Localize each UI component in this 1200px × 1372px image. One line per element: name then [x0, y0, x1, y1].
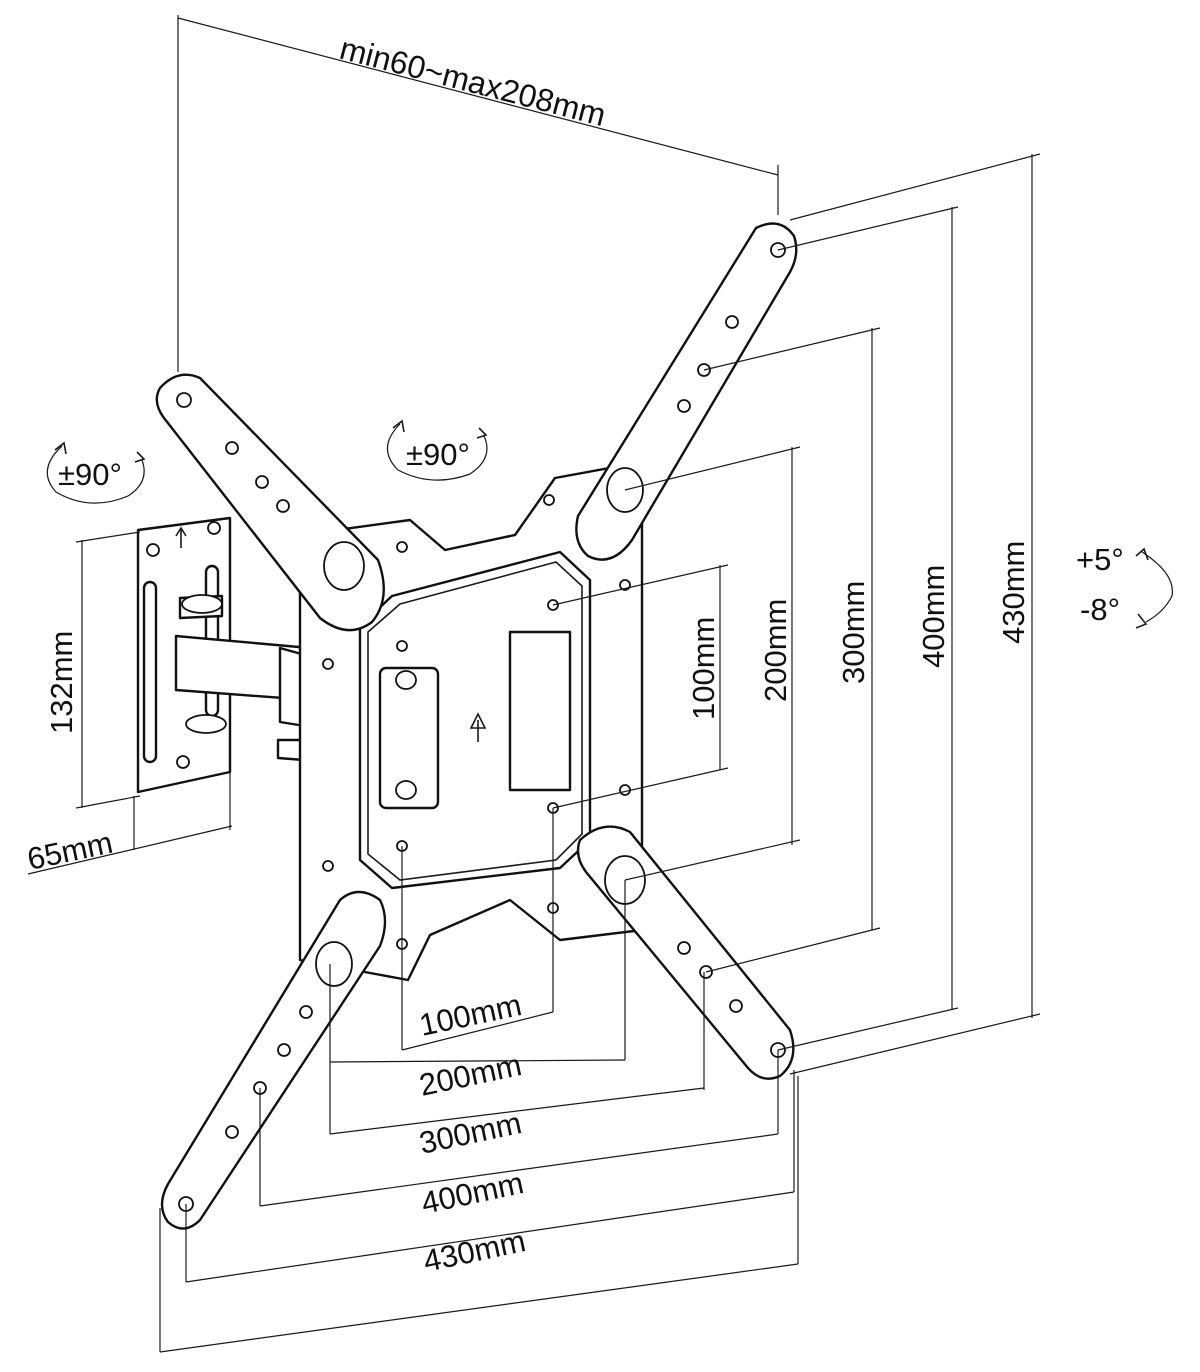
- vertical-400-label: 400mm: [916, 565, 951, 668]
- vertical-dimensions: [552, 153, 1041, 1075]
- swivel-label: ±90°: [58, 457, 122, 492]
- horizontal-300-label: 300mm: [416, 1105, 524, 1161]
- wall-plate-height-label: 132mm: [44, 631, 79, 734]
- tv-plate: [298, 460, 644, 982]
- rotate-indicator: [386, 419, 488, 481]
- horizontal-100-label: 100mm: [416, 987, 524, 1043]
- horizontal-dimensions: [159, 808, 799, 1353]
- vertical-100-label: 100mm: [686, 617, 721, 720]
- horizontal-400-label: 400mm: [418, 1165, 526, 1221]
- tilt-down-label: -8°: [1080, 592, 1120, 627]
- vertical-200-label: 200mm: [758, 599, 793, 702]
- horizontal-200-label: 200mm: [416, 1047, 524, 1103]
- vertical-430-label: 430mm: [996, 541, 1031, 644]
- wall-plate-width-label: 65mm: [24, 825, 116, 877]
- arm-bottom-right: [576, 825, 795, 1080]
- horizontal-430-label: 430mm: [420, 1223, 528, 1279]
- adjust-width-label: min60~max208mm: [336, 30, 609, 133]
- wall-plate-dimensions: [27, 531, 233, 875]
- swivel-indicator: [46, 441, 146, 504]
- tilt-indicator: [1135, 547, 1174, 629]
- vertical-300-label: 300mm: [836, 581, 871, 684]
- arm-top-right: [575, 222, 798, 561]
- rotate-label: ±90°: [406, 437, 470, 472]
- arm-bottom-left: [160, 890, 387, 1230]
- depth-dimension-lines: [177, 15, 779, 372]
- arm-top-left: [155, 373, 385, 632]
- tilt-up-label: +5°: [1076, 542, 1124, 577]
